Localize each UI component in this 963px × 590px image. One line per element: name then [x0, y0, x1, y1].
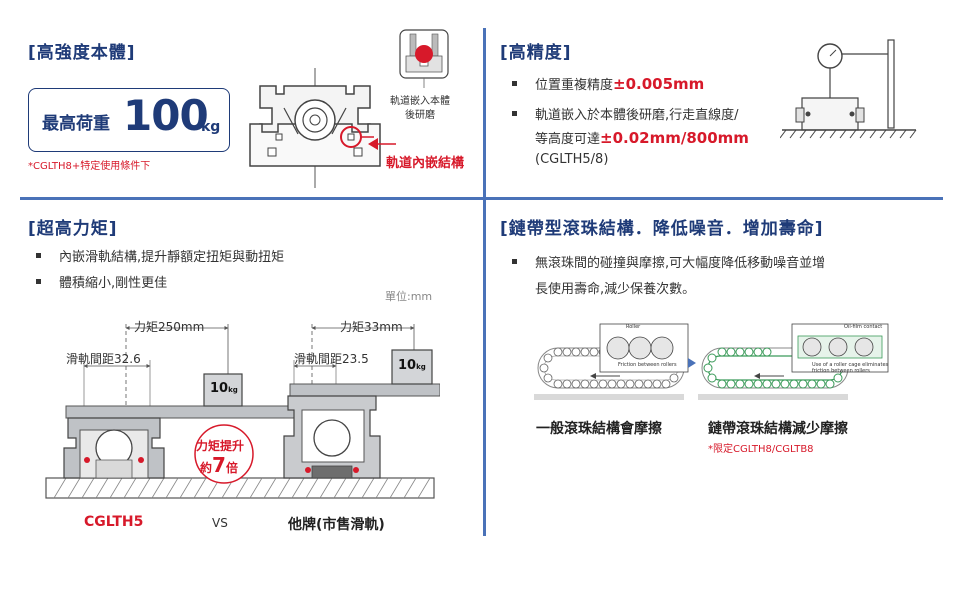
cglth5-name: CGLTH5 [84, 514, 144, 530]
left-ball-right [138, 457, 144, 463]
zoom-red-dot [415, 45, 433, 63]
dial-indicator-diagram [780, 39, 917, 139]
badge-line-2: 約7倍 [200, 453, 238, 477]
precision-bullet-2-line-3: (CGLTH5/8) [535, 152, 609, 167]
right-torque-label: 力矩33mm [340, 320, 403, 334]
callout-line-1: 軌道嵌入本體 [390, 96, 450, 107]
comparison-arrow-icon [688, 358, 696, 368]
max-load-note: *CGLTH8+特定使用條件下 [28, 161, 151, 172]
embed-arrow-icon [368, 138, 396, 150]
precision-b2-line1: 軌道嵌入於本體後研磨,行走直線度/ [535, 108, 739, 123]
chain-bullet-line1: 無滾珠間的碰撞與摩擦,可大幅度降低移動噪音並增 [535, 256, 826, 271]
vs-label: VS [212, 516, 228, 530]
right-pitch-label: 滑軌間距23.5 [294, 352, 369, 366]
chain-ball-track [698, 323, 889, 400]
chain-structure-note: *限定CGLTH8/CGLTB8 [708, 444, 814, 455]
max-load-unit: kg [201, 119, 221, 135]
right-weight-block [391, 349, 433, 385]
precision-b1-value: ±0.005mm [613, 75, 705, 93]
left-weight-block [203, 373, 243, 407]
torque-bullet-1: 內嵌滑軌結構,提升靜額定扭矩與動扭矩 [36, 246, 284, 265]
chain-bullet: 無滾珠間的碰撞與摩擦,可大幅度降低移動噪音並增 [512, 252, 825, 271]
left-pitch-label: 滑軌間距32.6 [66, 352, 141, 366]
torque-comparison-diagram [45, 324, 440, 499]
vertical-divider [483, 28, 486, 536]
torque-bullet-1-text: 內嵌滑軌結構,提升靜額定扭矩與動扭矩 [59, 250, 285, 265]
max-load-value: 100 [123, 91, 209, 140]
left-inset-caption: Friction between rollers [618, 362, 677, 368]
ball-chain-comparison-diagram [534, 323, 889, 400]
max-load-box: 最高荷重 100 kg [28, 88, 230, 152]
standard-structure-caption: 一般滾珠結構會摩擦 [536, 421, 662, 437]
left-load-plate [65, 405, 313, 419]
right-inset-caption: Use of a roller cage eliminates friction… [812, 362, 889, 374]
other-brand-name: 他牌(市售滑軌) [288, 517, 385, 533]
slider-cross-section-diagram [249, 29, 449, 188]
horizontal-divider [20, 197, 943, 200]
standard-ball-track [534, 323, 689, 400]
strength-section-title: [高強度本體] [28, 43, 136, 63]
max-load-label: 最高荷重 [42, 114, 110, 134]
torque-badge [194, 424, 254, 484]
torque-section-title: [超高力矩] [28, 219, 118, 239]
chain-section-title: [鏈帶型滾珠結構．降低噪音．增加壽命] [500, 219, 824, 239]
precision-bullet-2: 軌道嵌入於本體後研磨,行走直線度/ [512, 104, 739, 123]
ground-base [45, 477, 435, 499]
precision-bullet-2-line-2: 等高度可達±0.02mm/800mm [535, 128, 749, 147]
left-torque-label: 力矩250mm [134, 320, 205, 334]
right-weight-label: 10kg [398, 358, 426, 373]
precision-bullet-1: 位置重複精度±0.005mm [512, 74, 704, 93]
torque-bullet-2: 體積縮小,剛性更佳 [36, 272, 167, 291]
embed-structure-label: 軌道內嵌結構 [386, 156, 465, 171]
precision-b2-value: ±0.02mm/800mm [600, 129, 749, 147]
indicator-post [887, 39, 895, 129]
badge-line-1: 力矩提升 [196, 439, 245, 453]
right-rail-groove [347, 133, 355, 141]
chain-bullet-line-2: 長使用壽命,減少保養次數。 [535, 282, 696, 297]
precision-b2-prefix: 等高度可達 [535, 132, 601, 147]
right-load-plate [289, 383, 440, 397]
unit-note: 單位:mm [385, 290, 433, 303]
precision-section-title: [高精度] [500, 43, 572, 63]
left-rail-groove [275, 133, 283, 141]
right-inset-title: Oil-film contact [844, 324, 883, 330]
right-rail [311, 465, 353, 479]
left-ball-left [84, 457, 90, 463]
left-weight-label: 10kg [210, 381, 238, 396]
torque-bullet-2-text: 體積縮小,剛性更佳 [59, 276, 168, 291]
precision-b1-text: 位置重複精度 [535, 78, 614, 93]
left-inset-title: Roller [626, 324, 641, 330]
chain-structure-caption: 鏈帶滾珠結構減少摩擦 [708, 421, 848, 437]
callout-line-2: 後研磨 [405, 110, 435, 121]
